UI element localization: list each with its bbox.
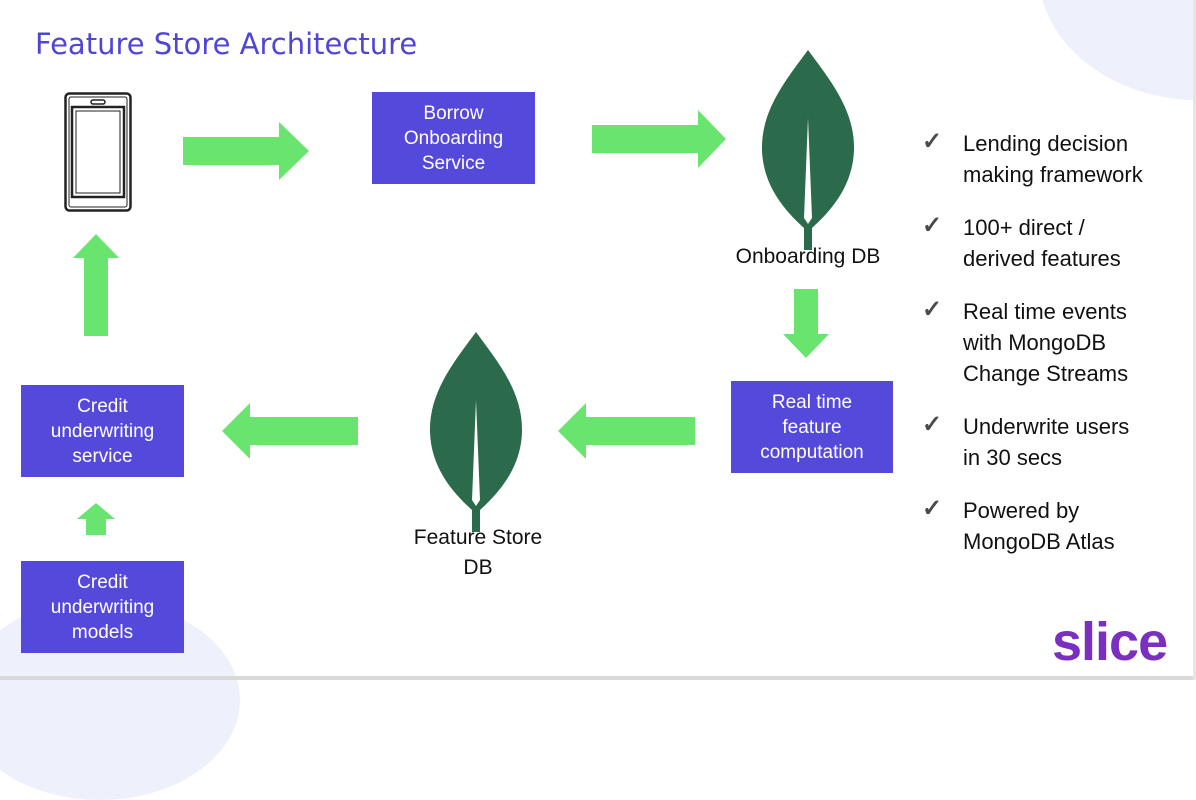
bullet-line: with MongoDB — [963, 330, 1107, 355]
list-item: ✓ Powered by MongoDB Atlas — [922, 495, 1182, 557]
box-label-line: Onboarding — [403, 127, 504, 149]
label-line: Feature Store — [413, 526, 543, 549]
decorative-circle-top-right — [1038, 0, 1196, 100]
bullet-line: derived features — [963, 246, 1121, 271]
credit-underwriting-service-box[interactable]: Credit underwriting service — [21, 385, 184, 477]
realtime-feature-computation-box[interactable]: Real time feature computation — [731, 381, 893, 473]
box-label-line: Real time — [771, 391, 853, 413]
arrow-left-feature-store-to-credit-service — [222, 403, 358, 459]
checkmark-icon: ✓ — [922, 212, 943, 239]
checkmark-icon: ✓ — [922, 296, 943, 323]
list-item: ✓ Underwrite users in 30 secs — [922, 411, 1182, 473]
mobile-phone-icon — [64, 92, 132, 212]
arrow-up-credit-service-to-phone — [73, 234, 119, 336]
credit-underwriting-models-box[interactable]: Credit underwriting models — [21, 561, 184, 653]
bullet-line: Lending decision — [963, 131, 1129, 156]
box-label-line: service — [72, 445, 133, 467]
mongodb-leaf-icon — [761, 50, 855, 250]
box-label-line: Borrow — [423, 102, 484, 124]
box-label-line: feature — [782, 416, 842, 438]
bullet-line: Real time events — [963, 299, 1127, 324]
bullet-line: in 30 secs — [963, 445, 1063, 470]
arrow-right-borrow-to-onboarding-db — [592, 110, 726, 168]
bullet-line: Powered by — [963, 498, 1080, 523]
onboarding-db-label: Onboarding DB — [735, 245, 881, 268]
label-line: DB — [463, 556, 493, 579]
list-item: ✓ Lending decision making framework — [922, 128, 1182, 190]
box-label-line: Service — [421, 152, 486, 174]
list-item: ✓ Real time events with MongoDB Change S… — [922, 296, 1182, 389]
borrow-onboarding-service-box[interactable]: Borrow Onboarding Service — [372, 92, 535, 184]
checkmark-icon: ✓ — [922, 128, 943, 155]
list-item: ✓ 100+ direct / derived features — [922, 212, 1182, 274]
arrow-right-phone-to-borrow — [183, 122, 309, 180]
arrow-down-db-to-computation — [783, 289, 829, 358]
benefits-list: ✓ Lending decision making framework ✓ 10… — [922, 128, 1182, 579]
bullet-line: MongoDB Atlas — [963, 529, 1115, 554]
arrow-left-computation-to-feature-store — [558, 403, 695, 459]
box-label-line: computation — [760, 441, 864, 463]
bullet-line: Change Streams — [963, 361, 1129, 386]
bullet-line: making framework — [963, 162, 1143, 187]
bullet-line: 100+ direct / — [963, 215, 1085, 240]
box-label-line: Credit — [77, 395, 128, 417]
box-label-line: underwriting — [50, 420, 155, 442]
box-label-line: models — [71, 621, 134, 643]
checkmark-icon: ✓ — [922, 495, 943, 522]
slice-logo: slice — [1052, 612, 1168, 672]
slide-title: Feature Store Architecture — [35, 27, 418, 61]
mongodb-leaf-icon — [429, 332, 523, 532]
arrow-up-models-to-service — [77, 503, 115, 535]
checkmark-icon: ✓ — [922, 411, 943, 438]
bullet-line: Underwrite users — [963, 414, 1130, 439]
slide-right-border — [1193, 0, 1196, 680]
box-label-line: Credit — [77, 571, 128, 593]
box-label-line: underwriting — [50, 596, 155, 618]
feature-store-db-label: Feature Store DB — [388, 523, 568, 583]
slide-bottom-border — [0, 676, 1196, 680]
